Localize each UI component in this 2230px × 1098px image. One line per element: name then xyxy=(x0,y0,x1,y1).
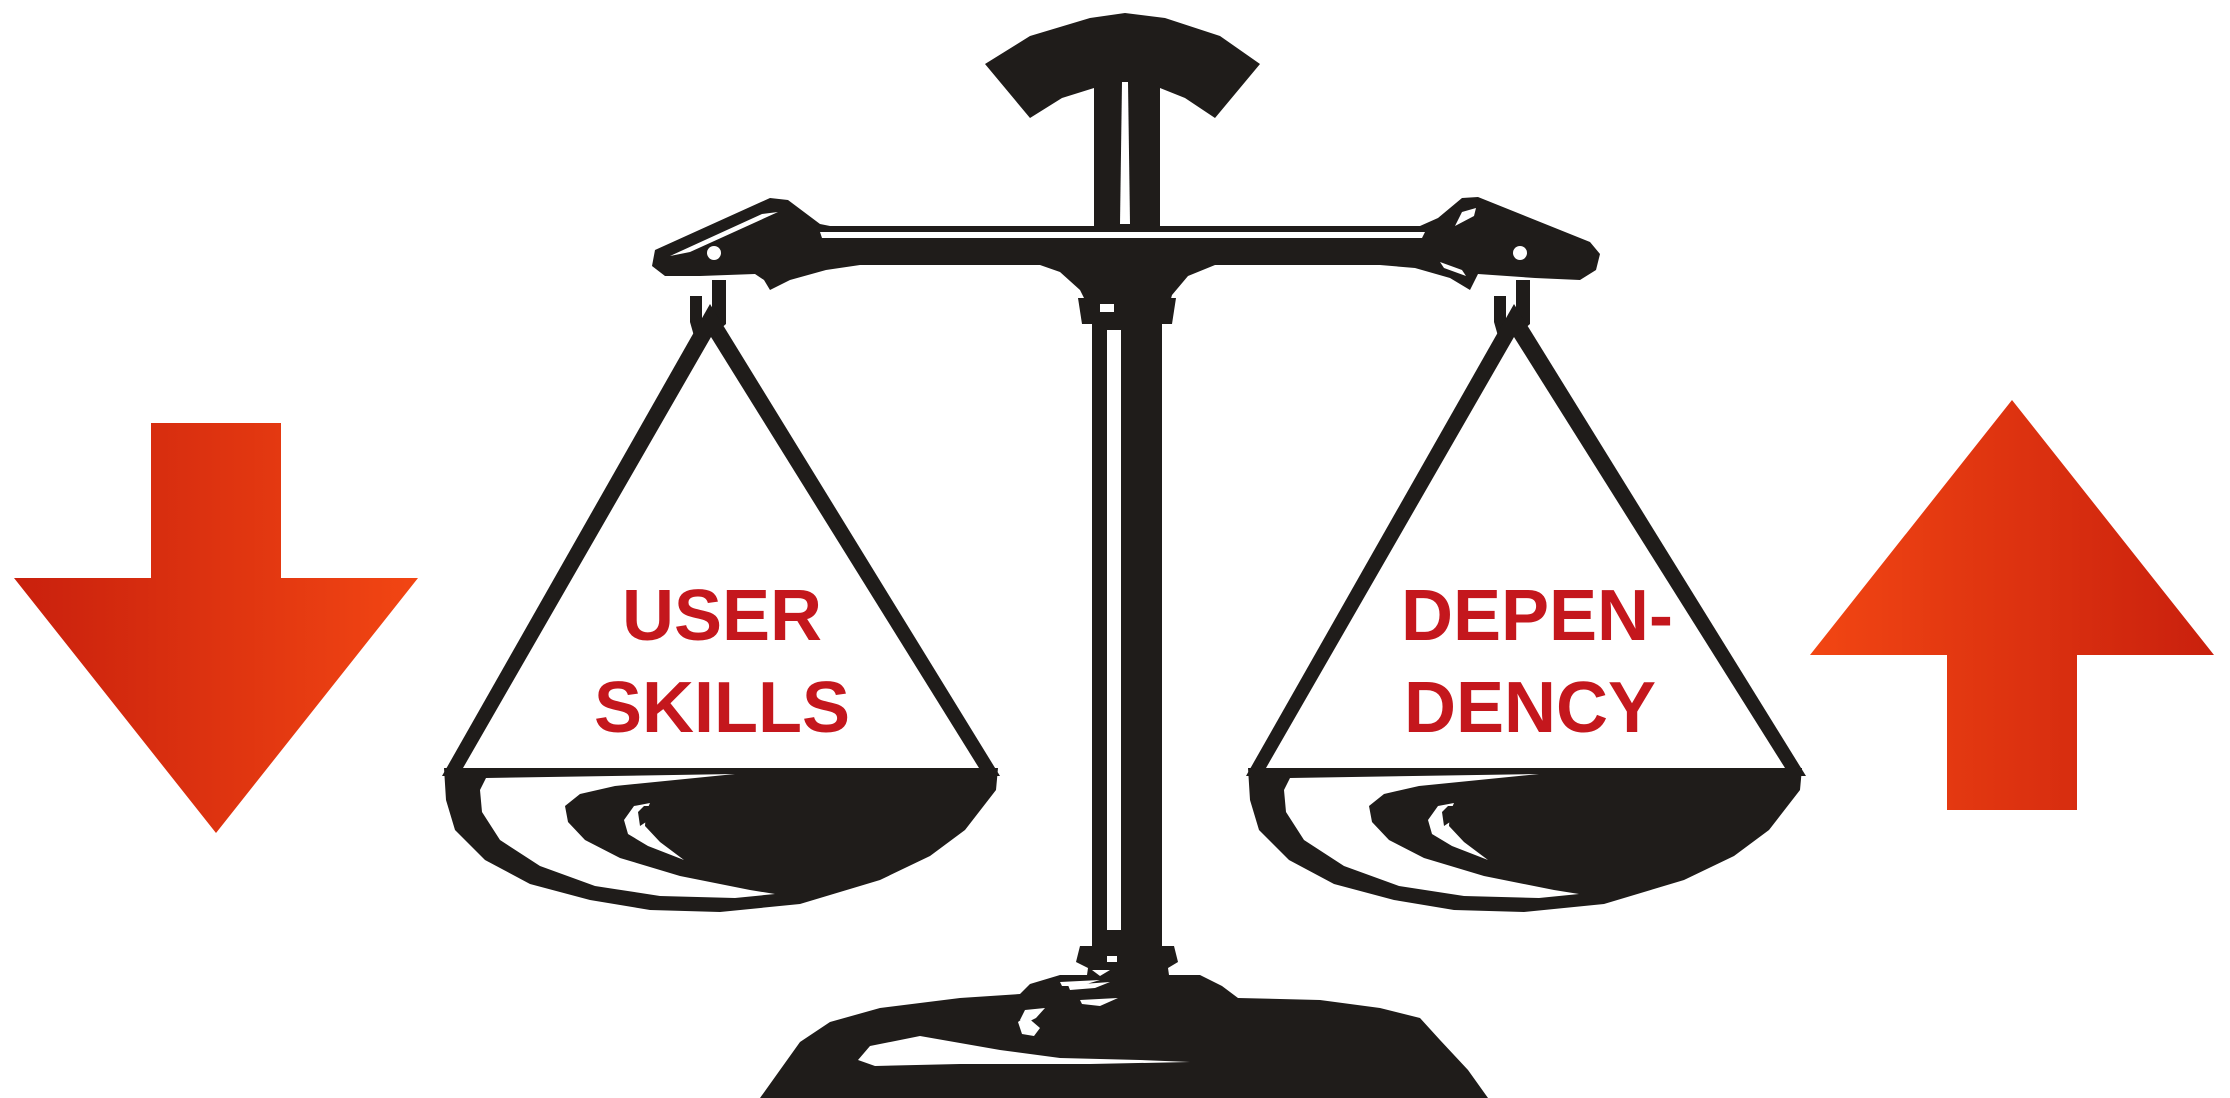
arrow-down-icon xyxy=(14,423,418,833)
balance-scale-icon xyxy=(442,13,1806,1098)
right-pan-label-line1: DEPEN- xyxy=(1401,576,1673,656)
left-pan-label-line1: USER xyxy=(622,576,822,656)
arrow-up-icon xyxy=(1810,400,2214,810)
right-pan-label: DEPEN- DENCY xyxy=(1401,576,1673,748)
left-pan-label-line2: SKILLS xyxy=(594,668,850,748)
right-pan-label-line2: DENCY xyxy=(1404,668,1656,748)
left-pan-label: USER SKILLS xyxy=(594,576,850,748)
